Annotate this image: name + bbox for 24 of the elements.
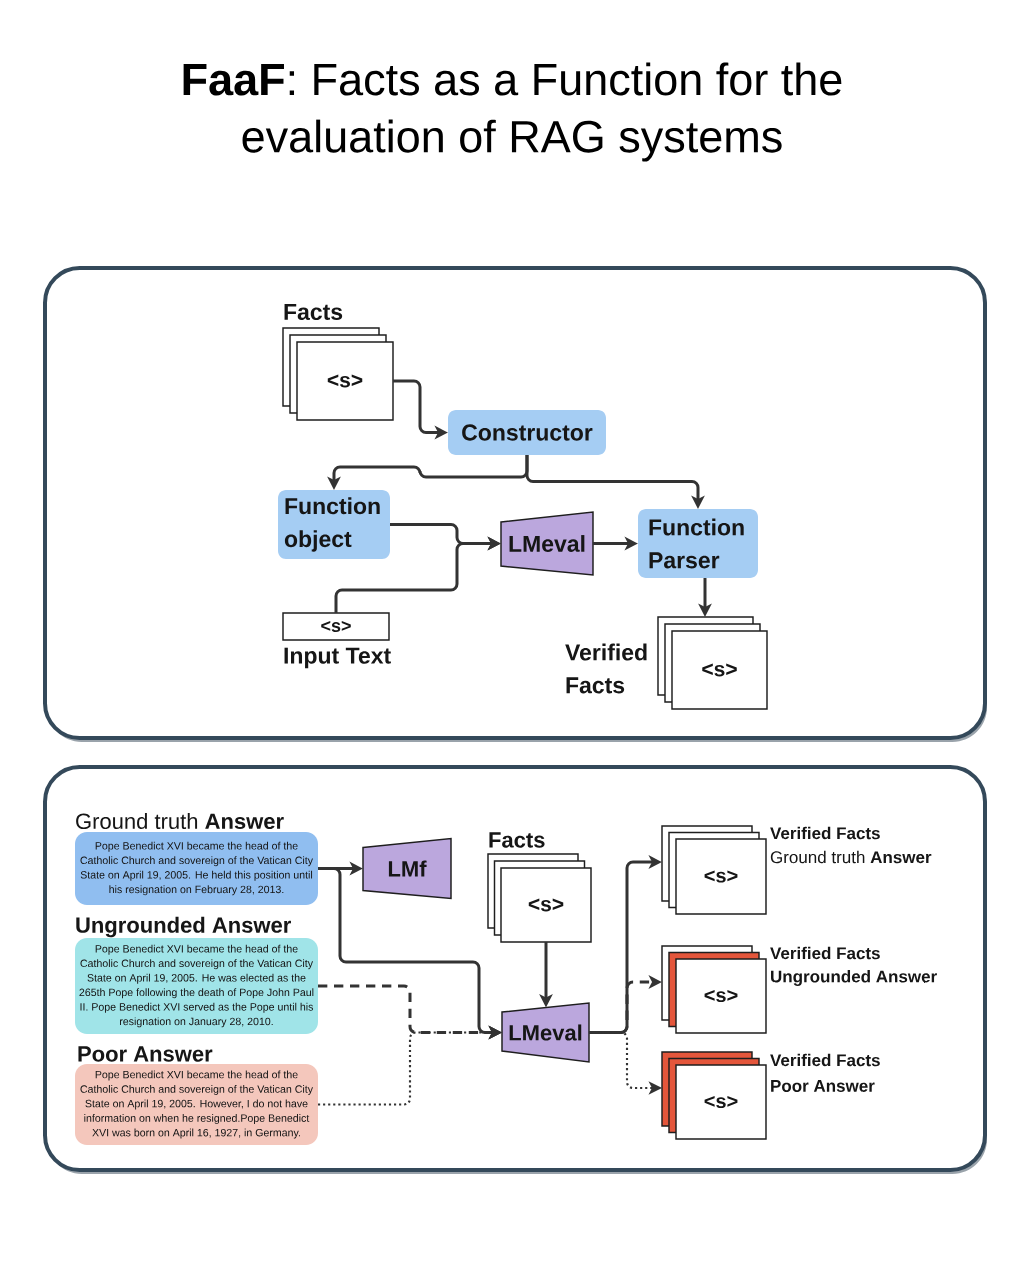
process-box: Function object (278, 490, 390, 559)
model-trapezoid: LMf (362, 837, 452, 900)
node-label: Verified Facts (770, 946, 880, 960)
node-label: Ungrounded Answer (771, 970, 937, 986)
model-trapezoid: LMeval (500, 511, 594, 576)
heading: Facts (284, 304, 343, 321)
answer-card: Pope Benedict XVI became the head of the Catholic Church and sovereign of the Vatican City State on April 19, 2005. However, I do not have information on when he resigned.Pope Benedict XVI was born on April 16, 1927, in Germany. (75, 1064, 318, 1145)
heading: Poor Answer (78, 1046, 213, 1062)
node-label: Poor Answer (771, 1080, 875, 1092)
process-box: Constructor (448, 410, 606, 455)
heading: Ungrounded Answer (76, 916, 291, 938)
answer-card: Pope Benedict XVI became the head of the Catholic Church and sovereign of the Vatican City State on April 19, 2005. He was elected as the 265th Pope following the death of Pope John Paul II. Pope Benedict XVI served as the Pope until his resignation on January 28, 2010. (75, 938, 318, 1034)
process-box: Function Parser (638, 509, 758, 578)
heading: Facts (489, 832, 545, 848)
title: FaaF: Facts as a Function for the evaluation of RAG systems (183, 62, 842, 162)
model-trapezoid: LMeval (501, 1002, 590, 1063)
node-label: Verified Facts (770, 1053, 880, 1067)
token-box: <s> (282, 612, 390, 641)
node-label: Input Text (284, 647, 391, 669)
heading: Ground truth Answer (76, 812, 284, 830)
node-label: Verified Facts (565, 643, 647, 694)
answer-card: Pope Benedict XVI became the head of the Catholic Church and sovereign of the Vatican City State on April 19, 2005. He held this position until his resignation on February 28, 2013. (75, 832, 318, 905)
node-label: Ground truth Answer (770, 850, 932, 864)
node-label: Verified Facts (770, 826, 880, 840)
